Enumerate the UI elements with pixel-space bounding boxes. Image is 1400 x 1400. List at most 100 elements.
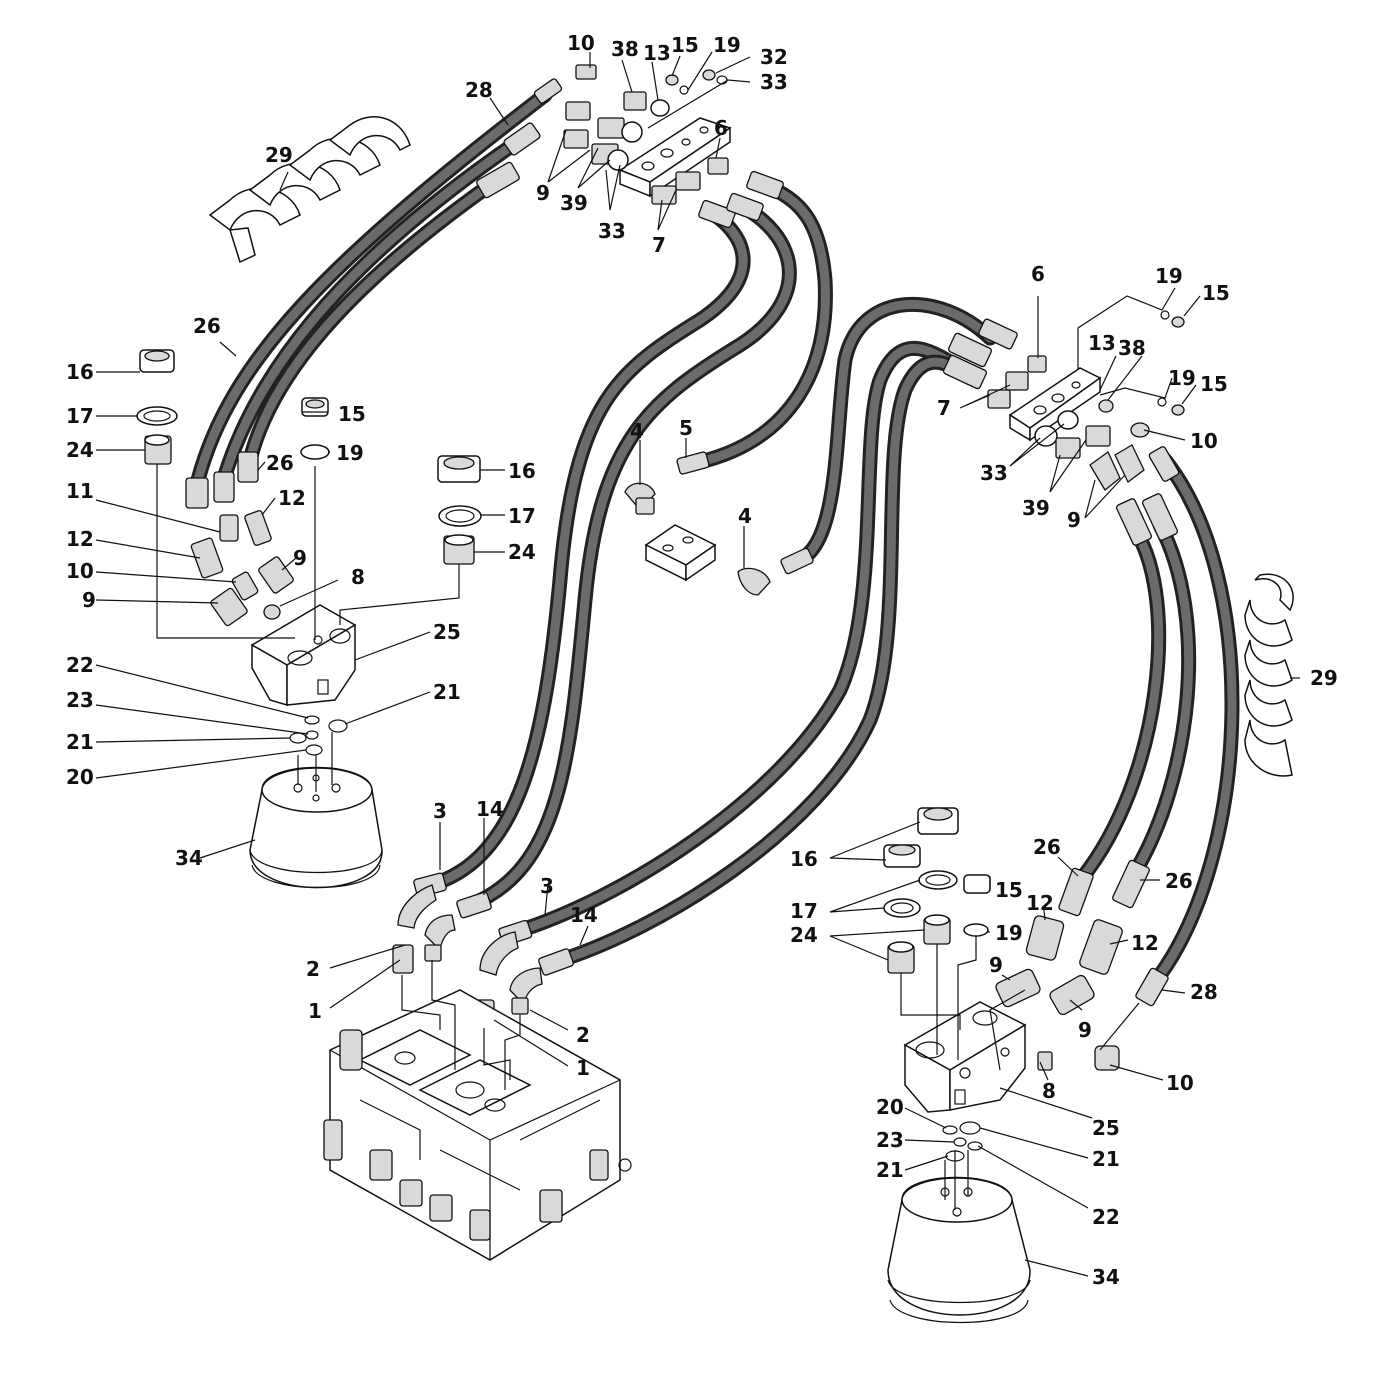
label-26: 26 [1033,835,1061,859]
label-1: 1 [576,1056,590,1080]
label-9: 9 [989,953,1003,977]
label-39: 39 [560,191,588,215]
label-15: 15 [671,33,699,57]
label-20: 20 [876,1095,904,1119]
label-7: 7 [652,233,666,257]
label-29: 29 [265,143,293,167]
label-11: 11 [66,479,94,503]
label-17: 17 [508,504,536,528]
label-22: 22 [1092,1205,1120,1229]
label-10: 10 [66,559,94,583]
label-33: 33 [598,219,626,243]
label-2: 2 [576,1023,590,1047]
label-17: 17 [790,899,818,923]
left-plug-15 [300,397,330,460]
top-manifold [618,117,732,198]
label-4: 4 [630,419,644,443]
left-fittings [190,510,294,627]
label-3: 3 [540,874,554,898]
right-valve-block-25 [903,1001,1027,1113]
label-13: 13 [643,41,671,65]
left-valve-block-25 [250,604,357,707]
label-33: 33 [980,461,1008,485]
label-7: 7 [937,396,951,420]
label-28: 28 [465,78,493,102]
label-23: 23 [876,1128,904,1152]
label-21: 21 [433,680,461,704]
label-15: 15 [338,402,366,426]
label-12: 12 [1131,931,1159,955]
top-fittings [563,64,729,205]
label-26: 26 [193,314,221,338]
label-9: 9 [293,546,307,570]
label-25: 25 [1092,1116,1120,1140]
label-34: 34 [1092,1265,1120,1289]
middle-block [624,482,771,596]
label-15: 15 [1200,372,1228,396]
label-34: 34 [175,846,203,870]
label-16: 16 [66,360,94,384]
label-9: 9 [82,588,96,612]
label-8: 8 [351,565,365,589]
control-valve-assembly [323,989,632,1261]
label-16: 16 [790,847,818,871]
protective-spiral-29-left [208,116,411,264]
label-12: 12 [278,486,306,510]
label-9: 9 [536,181,550,205]
right-fittings [995,915,1123,1071]
label-13: 13 [1088,331,1116,355]
hoses [190,87,1240,983]
leader-lines [95,51,1300,1277]
label-15: 15 [995,878,1023,902]
label-1: 1 [308,999,322,1023]
label-10: 10 [567,31,595,55]
hose-26-right-a [1074,522,1167,886]
label-5: 5 [679,416,693,440]
label-24: 24 [790,923,818,947]
label-19: 19 [713,33,741,57]
label-32: 32 [760,45,788,69]
label-19: 19 [1155,264,1183,288]
callout-labels: 10 38 13 15 19 32 33 28 29 6 9 39 33 7 2… [66,31,1338,1289]
label-17: 17 [66,404,94,428]
label-19: 19 [336,441,364,465]
label-24: 24 [508,540,536,564]
label-4: 4 [738,504,752,528]
mid-plug-stack [437,455,482,565]
label-38: 38 [611,37,639,61]
label-10: 10 [1166,1071,1194,1095]
label-9: 9 [1078,1018,1092,1042]
label-21: 21 [66,730,94,754]
protective-spiral-29-right [1244,573,1294,777]
label-26: 26 [266,451,294,475]
label-6: 6 [714,116,728,140]
label-9: 9 [1067,508,1081,532]
label-33: 33 [760,70,788,94]
label-15: 15 [1202,281,1230,305]
label-25: 25 [433,620,461,644]
label-23: 23 [66,688,94,712]
right-manifold [1008,367,1102,442]
label-20: 20 [66,765,94,789]
label-6: 6 [1031,262,1045,286]
right-manifold-fittings [987,310,1185,491]
label-21: 21 [1092,1147,1120,1171]
label-21: 21 [876,1158,904,1182]
label-14: 14 [476,797,504,821]
label-19: 19 [1168,366,1196,390]
label-3: 3 [433,799,447,823]
label-26: 26 [1165,869,1193,893]
label-12: 12 [66,527,94,551]
label-22: 22 [66,653,94,677]
label-29: 29 [1310,666,1338,690]
label-38: 38 [1118,336,1146,360]
left-orings [289,715,348,756]
label-39: 39 [1022,496,1050,520]
label-24: 24 [66,438,94,462]
label-14: 14 [570,903,598,927]
label-10: 10 [1190,429,1218,453]
label-2: 2 [306,957,320,981]
label-8: 8 [1042,1079,1056,1103]
